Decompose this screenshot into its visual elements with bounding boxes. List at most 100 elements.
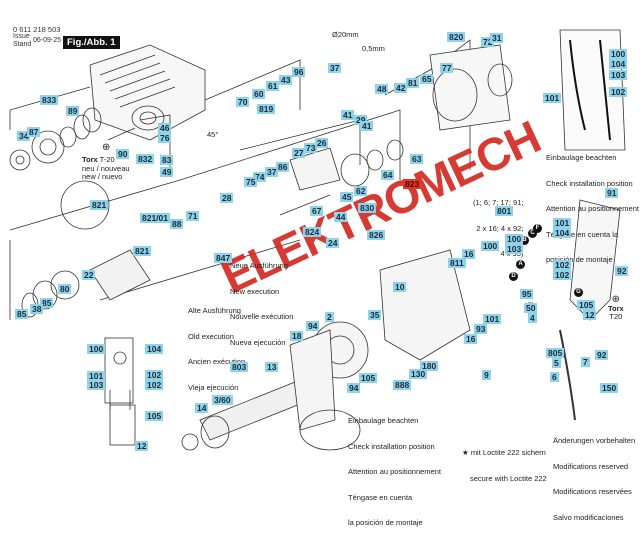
part-label[interactable]: 101 bbox=[87, 371, 106, 381]
part-label[interactable]: 75 bbox=[244, 177, 258, 187]
part-label[interactable]: 63 bbox=[410, 154, 424, 164]
part-label[interactable]: 101 bbox=[543, 93, 562, 103]
part-label[interactable]: 180 bbox=[420, 361, 439, 371]
part-label[interactable]: 81 bbox=[406, 78, 420, 88]
part-label[interactable]: 31 bbox=[490, 33, 504, 43]
part-label[interactable]: 4 bbox=[528, 313, 537, 323]
part-label[interactable]: 102 bbox=[553, 270, 572, 280]
part-label[interactable]: 72 bbox=[481, 37, 495, 47]
part-label[interactable]: 65 bbox=[420, 74, 434, 84]
part-label[interactable]: 101 bbox=[553, 218, 572, 228]
part-label[interactable]: 88 bbox=[170, 219, 184, 229]
part-label[interactable]: 12 bbox=[135, 441, 149, 451]
part-label[interactable]: 102 bbox=[145, 370, 164, 380]
part-label[interactable]: 50 bbox=[524, 303, 538, 313]
part-label[interactable]: 92 bbox=[615, 266, 629, 276]
part-label[interactable]: 10 bbox=[393, 282, 407, 292]
part-label[interactable]: 60 bbox=[252, 89, 266, 99]
part-label[interactable]: 805 bbox=[546, 348, 565, 358]
part-label[interactable]: 94 bbox=[306, 321, 320, 331]
part-label[interactable]: 101 bbox=[483, 314, 502, 324]
part-label[interactable]: 104 bbox=[553, 228, 572, 238]
part-label[interactable]: 103 bbox=[609, 70, 628, 80]
part-label[interactable]: 150 bbox=[600, 383, 619, 393]
part-label[interactable]: 833 bbox=[40, 95, 59, 105]
part-label[interactable]: 42 bbox=[394, 83, 408, 93]
part-label[interactable]: 801 bbox=[495, 206, 514, 216]
part-label[interactable]: 102 bbox=[145, 380, 164, 390]
part-label[interactable]: 96 bbox=[292, 67, 306, 77]
part-label[interactable]: 76 bbox=[158, 133, 172, 143]
part-label[interactable]: 80 bbox=[58, 284, 72, 294]
part-label[interactable]: 7 bbox=[581, 357, 590, 367]
part-label[interactable]: 3/60 bbox=[212, 395, 233, 405]
part-label[interactable]: 826 bbox=[367, 230, 386, 240]
part-label[interactable]: 104 bbox=[145, 344, 164, 354]
part-label[interactable]: 29 bbox=[354, 115, 368, 125]
part-label[interactable]: 41 bbox=[360, 121, 374, 131]
part-label[interactable]: 93 bbox=[474, 324, 488, 334]
part-label[interactable]: 830 bbox=[358, 203, 377, 213]
part-label[interactable]: 24 bbox=[326, 238, 340, 248]
part-label[interactable]: 821 bbox=[90, 200, 109, 210]
part-label[interactable]: 5 bbox=[552, 358, 561, 368]
part-label[interactable]: 91 bbox=[605, 188, 619, 198]
part-label[interactable]: 105 bbox=[145, 411, 164, 421]
part-label[interactable]: 12 bbox=[583, 310, 597, 320]
part-label[interactable]: 888 bbox=[393, 380, 412, 390]
part-label[interactable]: 27 bbox=[292, 148, 306, 158]
part-label-highlighted[interactable]: 823 bbox=[403, 179, 422, 189]
part-label[interactable]: 824 bbox=[303, 227, 322, 237]
part-label[interactable]: 130 bbox=[409, 369, 428, 379]
part-label[interactable]: 46 bbox=[158, 123, 172, 133]
part-label[interactable]: 821 bbox=[133, 246, 152, 256]
part-label[interactable]: 2 bbox=[325, 312, 334, 322]
part-label[interactable]: 100 bbox=[609, 49, 628, 59]
part-label[interactable]: 71 bbox=[186, 211, 200, 221]
part-label[interactable]: 90 bbox=[116, 149, 130, 159]
part-label[interactable]: 6 bbox=[550, 372, 559, 382]
part-label[interactable]: 64 bbox=[381, 170, 395, 180]
part-label[interactable]: 37 bbox=[265, 167, 279, 177]
part-label[interactable]: 105 bbox=[577, 300, 596, 310]
part-label[interactable]: 14 bbox=[195, 403, 209, 413]
part-label[interactable]: 819 bbox=[257, 104, 276, 114]
part-label[interactable]: 61 bbox=[266, 81, 280, 91]
part-label[interactable]: 811 bbox=[448, 258, 466, 268]
part-label[interactable]: 45 bbox=[340, 192, 354, 202]
part-label[interactable]: 35 bbox=[368, 310, 382, 320]
part-label[interactable]: 70 bbox=[236, 97, 250, 107]
part-label[interactable]: 821/01 bbox=[140, 213, 170, 223]
part-label[interactable]: 89 bbox=[66, 106, 80, 116]
part-label[interactable]: 100 bbox=[87, 344, 106, 354]
part-label[interactable]: 85 bbox=[40, 298, 54, 308]
part-label[interactable]: 26 bbox=[315, 138, 329, 148]
part-label[interactable]: 43 bbox=[279, 75, 293, 85]
part-label[interactable]: 86 bbox=[276, 162, 290, 172]
part-label[interactable]: 37 bbox=[328, 63, 342, 73]
part-label[interactable]: 103 bbox=[505, 244, 524, 254]
part-label[interactable]: 38 bbox=[30, 304, 44, 314]
part-label[interactable]: 18 bbox=[290, 331, 304, 341]
part-label[interactable]: 16 bbox=[462, 249, 476, 259]
part-label[interactable]: 87 bbox=[27, 127, 41, 137]
part-label[interactable]: 95 bbox=[520, 289, 534, 299]
part-label[interactable]: 73 bbox=[304, 143, 318, 153]
part-label[interactable]: 832 bbox=[136, 154, 155, 164]
part-label[interactable]: 13 bbox=[265, 362, 279, 372]
part-label[interactable]: 48 bbox=[375, 84, 389, 94]
part-label[interactable]: 820 bbox=[447, 32, 466, 42]
part-label[interactable]: 85 bbox=[15, 309, 29, 319]
part-label[interactable]: 102 bbox=[553, 260, 572, 270]
part-label[interactable]: 22 bbox=[82, 270, 96, 280]
part-label[interactable]: 44 bbox=[334, 212, 348, 222]
part-label[interactable]: 34 bbox=[17, 131, 31, 141]
part-label[interactable]: 102 bbox=[609, 87, 628, 97]
part-label[interactable]: 105 bbox=[359, 373, 378, 383]
part-label[interactable]: 62 bbox=[354, 186, 368, 196]
part-label[interactable]: 94 bbox=[347, 383, 361, 393]
part-label[interactable]: 847 bbox=[214, 253, 233, 263]
part-label[interactable]: 16 bbox=[464, 334, 478, 344]
part-label[interactable]: 104 bbox=[609, 59, 628, 69]
part-label[interactable]: 9 bbox=[482, 370, 491, 380]
